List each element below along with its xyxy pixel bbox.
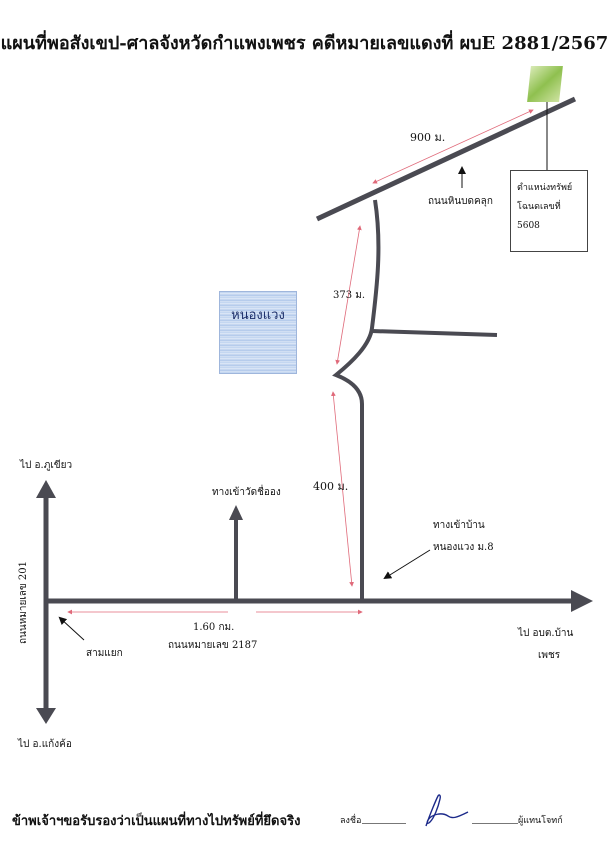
vertical-road (36, 480, 56, 724)
junction-label: สามแยก (86, 648, 123, 659)
property-deed-number: 5608 (517, 221, 540, 231)
distance-marker-curve-lower (331, 391, 354, 587)
property-label-line2: โฉนดเลขที่ (517, 202, 561, 212)
property-location-marker (527, 66, 563, 102)
distance-marker-curve-upper (335, 225, 362, 365)
property-label-line1: ตำแหน่งทรัพย์ (517, 183, 573, 193)
main-road (46, 590, 593, 612)
distance-marker-upper (372, 109, 534, 184)
village-entry-label-line2: หนองแวง ม.8 (433, 542, 494, 553)
distance-label-curve-upper: 373 ม. (333, 290, 366, 301)
destination-east-line2: เพชร (538, 650, 561, 661)
distance-label-main-road: 1.60 กม. (193, 622, 235, 633)
property-info-box: ตำแหน่งทรัพย์ โฉนดเลขที่ 5608 (510, 170, 588, 252)
temple-road (229, 505, 243, 601)
vertical-road-label: ถนนหมายเลข 201 (18, 560, 30, 645)
village-road (332, 199, 381, 601)
main-road-label: ถนนหมายเลข 2187 (168, 640, 258, 651)
junction-pointer (58, 616, 85, 641)
signature-line-left (362, 823, 406, 824)
village-entry-label-line1: ทางเข้าบ้าน (433, 520, 485, 531)
signature-mark (425, 794, 469, 827)
village-entry-pointer (383, 549, 431, 580)
page-title: แผนที่พอสังเขป-ศาลจังหวัดกำแพงเพชร คดีหม… (0, 33, 609, 54)
distance-label-upper-road: 900 ม. (410, 131, 446, 144)
upper-road-label: ถนนหินบดคลุก (428, 196, 493, 207)
sign-prefix: ลงชื่อ (340, 816, 362, 826)
destination-east-line1: ไป อบต.บ้าน (518, 628, 574, 639)
side-road (371, 329, 498, 337)
certification-statement: ข้าพเจ้าฯขอรับรองว่าเป็นแผนที่ทางไปทรัพย… (12, 814, 301, 829)
temple-road-label: ทางเข้าวัดชื่ออง (212, 487, 281, 498)
pond-marker: หนองแวง (219, 291, 297, 374)
pond-label: หนองแวง (231, 308, 285, 323)
signer-title: ผู้แทนโจทก์ (518, 816, 563, 826)
destination-north: ไป อ.ภูเขียว (20, 460, 73, 471)
distance-label-curve-lower: 400 ม. (313, 480, 349, 493)
destination-south: ไป อ.แก้งค้อ (18, 739, 72, 750)
signature-line-right (472, 823, 518, 824)
